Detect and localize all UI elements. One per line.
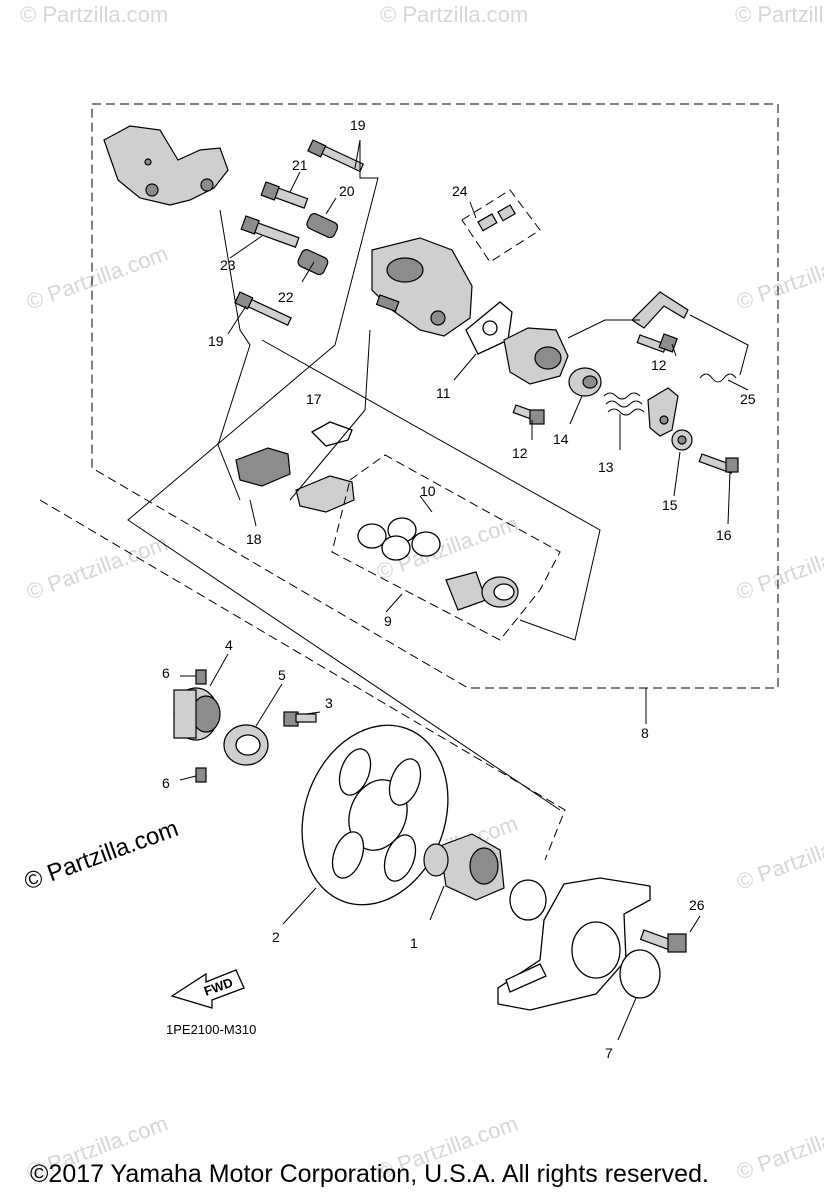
- lever-housing: [503, 327, 569, 385]
- callout-9: 9: [384, 613, 392, 629]
- bleeder-24: [461, 189, 541, 263]
- set-screw-6-upper: [195, 669, 207, 685]
- collar-4: [173, 687, 221, 741]
- callout-25: 25: [740, 391, 756, 407]
- callout-23: 23: [220, 257, 236, 273]
- leader-lines: [127, 139, 749, 811]
- boot-22: [297, 249, 329, 276]
- watermark: © Partzilla.com: [23, 531, 171, 605]
- watermark: © Partzilla.com: [733, 821, 824, 895]
- bolt-26: [639, 929, 687, 953]
- bolt-12-upper: [636, 333, 678, 353]
- callout-19-lower: 19: [208, 333, 224, 349]
- arm-bracket: [631, 291, 689, 329]
- watermark: © Partzilla.com: [735, 2, 824, 27]
- pin-21: [260, 181, 309, 209]
- callout-20: 20: [339, 183, 355, 199]
- caliper-bracket: [103, 125, 229, 206]
- clip-17: [310, 421, 353, 447]
- bolt-3: [283, 711, 317, 727]
- callout-5: 5: [278, 667, 286, 683]
- callout-2: 2: [272, 929, 280, 945]
- callout-1: 1: [410, 935, 418, 951]
- piston-seals-10: [331, 454, 561, 641]
- set-screw-6-lower: [195, 767, 207, 783]
- brake-disc-2: [301, 724, 449, 906]
- callout-6-lower: 6: [162, 775, 170, 791]
- gasket-11: [465, 301, 513, 355]
- callout-3: 3: [325, 695, 333, 711]
- callout-13: 13: [598, 459, 614, 475]
- partzilla-watermark: © Partzilla.com: [21, 815, 182, 896]
- boot-20: [306, 213, 339, 239]
- spring-25: [699, 373, 737, 383]
- brake-pads-18: [235, 447, 355, 513]
- drawing-code: 1PE2100-M310: [166, 1022, 256, 1037]
- copyright-notice: ©2017 Yamaha Motor Corporation, U.S.A. A…: [30, 1160, 709, 1188]
- callout-19-upper: 19: [350, 117, 366, 133]
- pistons-9: [445, 571, 519, 611]
- callout-7: 7: [605, 1045, 613, 1061]
- callout-4: 4: [225, 637, 233, 653]
- bolt-16: [698, 453, 739, 474]
- callout-26: 26: [689, 897, 705, 913]
- assembly-leader: [39, 499, 566, 861]
- callout-21: 21: [292, 157, 308, 173]
- circlip-7: [619, 949, 661, 999]
- caliper-body: [371, 237, 473, 337]
- caliper-assembly-boundary: [91, 103, 779, 689]
- callout-8: 8: [641, 725, 649, 741]
- callout-14: 14: [553, 431, 569, 447]
- washer-5: [223, 724, 269, 766]
- callout-18: 18: [246, 531, 262, 547]
- callout-11: 11: [436, 385, 451, 401]
- roller-14: [568, 367, 602, 397]
- bolt-19-upper: [307, 139, 365, 173]
- callouts: 1 2 3 4 5 6 6 7 8 9 10 11 12 12 13 14 15…: [162, 117, 756, 1061]
- bolt-19-lower: [234, 291, 292, 327]
- callout-12-lower: 12: [512, 445, 528, 461]
- callout-15: 15: [662, 497, 678, 513]
- watermark: © Partzilla.com: [733, 531, 824, 605]
- watermark: © Partzilla.com: [380, 2, 528, 27]
- disc-guard-bracket: [497, 877, 651, 1011]
- fwd-arrow-icon: FWD: [170, 969, 245, 1009]
- callout-16: 16: [716, 527, 732, 543]
- watermark: © Partzilla.com: [23, 241, 171, 315]
- pin-23: [240, 215, 300, 248]
- callout-12-upper: 12: [651, 357, 667, 373]
- bolt-12-lower: [512, 404, 545, 425]
- callout-leaders: [179, 171, 749, 1041]
- lever-plate: [647, 387, 679, 437]
- watermark: © Partzilla.com: [733, 241, 824, 315]
- nut-15: [671, 429, 693, 451]
- watermark: © Partzilla.com: [20, 2, 168, 27]
- callout-10: 10: [420, 483, 436, 499]
- o-ring: [509, 879, 547, 921]
- callout-22: 22: [278, 289, 294, 305]
- spring-13: [603, 392, 645, 416]
- callout-6-upper: 6: [162, 665, 170, 681]
- callout-17: 17: [306, 391, 322, 407]
- callout-24: 24: [452, 183, 468, 199]
- hub-1: [423, 833, 505, 901]
